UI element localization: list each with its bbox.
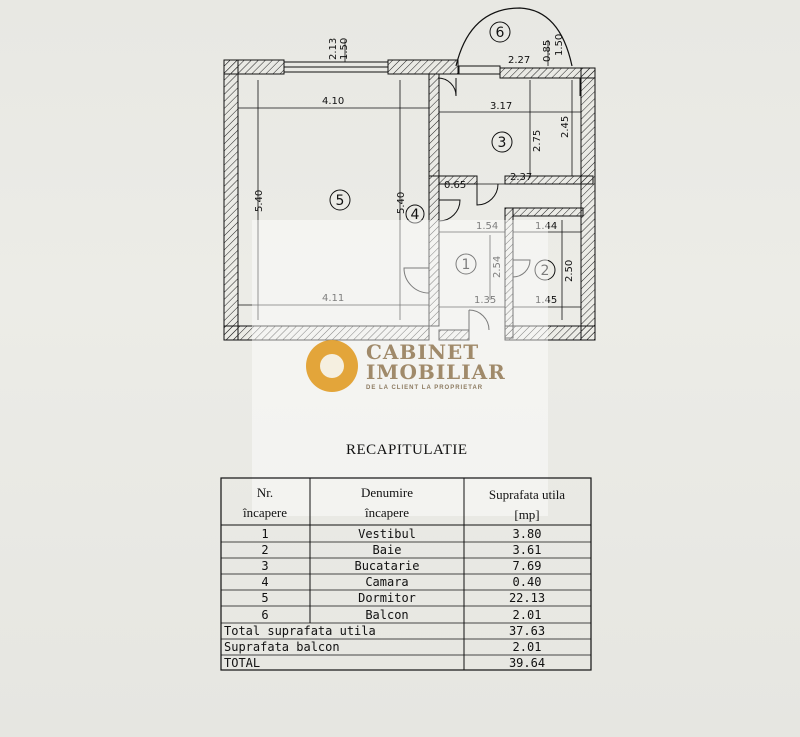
logo-line2: IMOBILIAR xyxy=(366,359,506,384)
row-5-nr: 5 xyxy=(261,591,268,605)
dim-r3-width: 3.17 xyxy=(490,101,512,112)
doors xyxy=(403,77,581,331)
balcony-outline xyxy=(455,7,573,67)
row-1-area: 3.80 xyxy=(513,527,542,541)
row-5-area: 22.13 xyxy=(509,591,545,605)
dim-balcony-150: 1.50 xyxy=(554,34,565,56)
total-util-label: Total suprafata utila xyxy=(224,624,376,638)
dim-r1-top: 1.54 xyxy=(476,221,498,232)
hdr-area-1: Suprafata utila xyxy=(489,487,565,502)
hdr-name-1: Denumire xyxy=(361,485,413,500)
logo-mark-icon xyxy=(306,340,358,392)
dim-r1-bottom: 1.35 xyxy=(474,295,496,306)
row-2-area: 3.61 xyxy=(513,543,542,557)
room-3-label: 3 xyxy=(498,135,507,151)
logo-tagline: DE LA CLIENT LA PROPRIETAR xyxy=(366,384,484,391)
dim-r2-top: 1.44 xyxy=(535,221,557,232)
grand-total-value: 39.64 xyxy=(509,656,545,670)
recap-title: RECAPITULATIE xyxy=(346,442,468,458)
room-6-label: 6 xyxy=(496,25,505,41)
row-4-area: 0.40 xyxy=(513,575,542,589)
dim-r2-h: 2.50 xyxy=(564,260,575,282)
dim-balcony-227: 2.27 xyxy=(508,55,530,66)
dim-r5-height-right: 5.40 xyxy=(396,192,407,214)
row-2-nr: 2 xyxy=(261,543,268,557)
dim-balcony-085: 0.85 xyxy=(542,40,553,62)
dim-top-213: 2.13 xyxy=(328,38,339,60)
dim-r5-width-bottom: 4.11 xyxy=(322,293,344,304)
recap-table: Nr. încapere Denumire încapere Suprafata… xyxy=(220,477,600,682)
room-2-label: 2 xyxy=(541,263,550,279)
dim-top-150: 1.50 xyxy=(339,38,350,60)
row-5-name: Dormitor xyxy=(358,591,416,605)
dimension-lines xyxy=(238,40,581,320)
hdr-nr-1: Nr. xyxy=(257,485,273,500)
row-6-nr: 6 xyxy=(261,608,268,622)
room-5-label: 5 xyxy=(336,193,345,209)
room-1-label: 1 xyxy=(462,257,471,273)
floor-plan: 1 2 3 4 5 6 2.13 1.50 2.27 0.85 1.50 4.1… xyxy=(223,7,596,341)
row-3-area: 7.69 xyxy=(513,559,542,573)
dim-r5-height-left: 5.40 xyxy=(254,190,265,212)
logo-line1: CABINET xyxy=(366,339,480,364)
dim-r5-width-top: 4.10 xyxy=(322,96,344,107)
row-4-nr: 4 xyxy=(261,575,268,589)
room-4-label: 4 xyxy=(411,207,420,223)
room-labels: 1 2 3 4 5 6 xyxy=(329,21,556,281)
hdr-nr-2: încapere xyxy=(242,505,287,520)
hdr-name-2: încapere xyxy=(364,505,409,520)
row-4-name: Camara xyxy=(365,575,408,589)
row-1-name: Vestibul xyxy=(358,527,416,541)
row-6-area: 2.01 xyxy=(513,608,542,622)
hdr-area-2: [mp] xyxy=(514,507,539,522)
dim-r3-h2: 2.45 xyxy=(560,116,571,138)
walls xyxy=(223,59,596,341)
dim-r2-bottom: 1.45 xyxy=(535,295,557,306)
dim-r3-bottom: 2.37 xyxy=(510,172,532,183)
dim-r1-h: 2.54 xyxy=(492,256,503,278)
agency-logo: CABINET IMOBILIAR DE LA CLIENT LA PROPRI… xyxy=(306,340,506,392)
dim-r3-h1: 2.75 xyxy=(532,130,543,152)
watermark-overlay xyxy=(252,220,548,516)
balcony-area-label: Suprafata balcon xyxy=(224,640,340,654)
total-util-value: 37.63 xyxy=(509,624,545,638)
dim-r4-w: 0.65 xyxy=(444,180,466,191)
row-1-nr: 1 xyxy=(261,527,268,541)
dimension-labels: 2.13 1.50 2.27 0.85 1.50 4.10 5.40 5.40 … xyxy=(254,34,575,306)
row-3-name: Bucatarie xyxy=(354,559,419,573)
row-2-name: Baie xyxy=(373,543,402,557)
grand-total-label: TOTAL xyxy=(224,656,260,670)
balcony-area-value: 2.01 xyxy=(513,640,542,654)
row-6-name: Balcon xyxy=(365,608,408,622)
row-3-nr: 3 xyxy=(261,559,268,573)
